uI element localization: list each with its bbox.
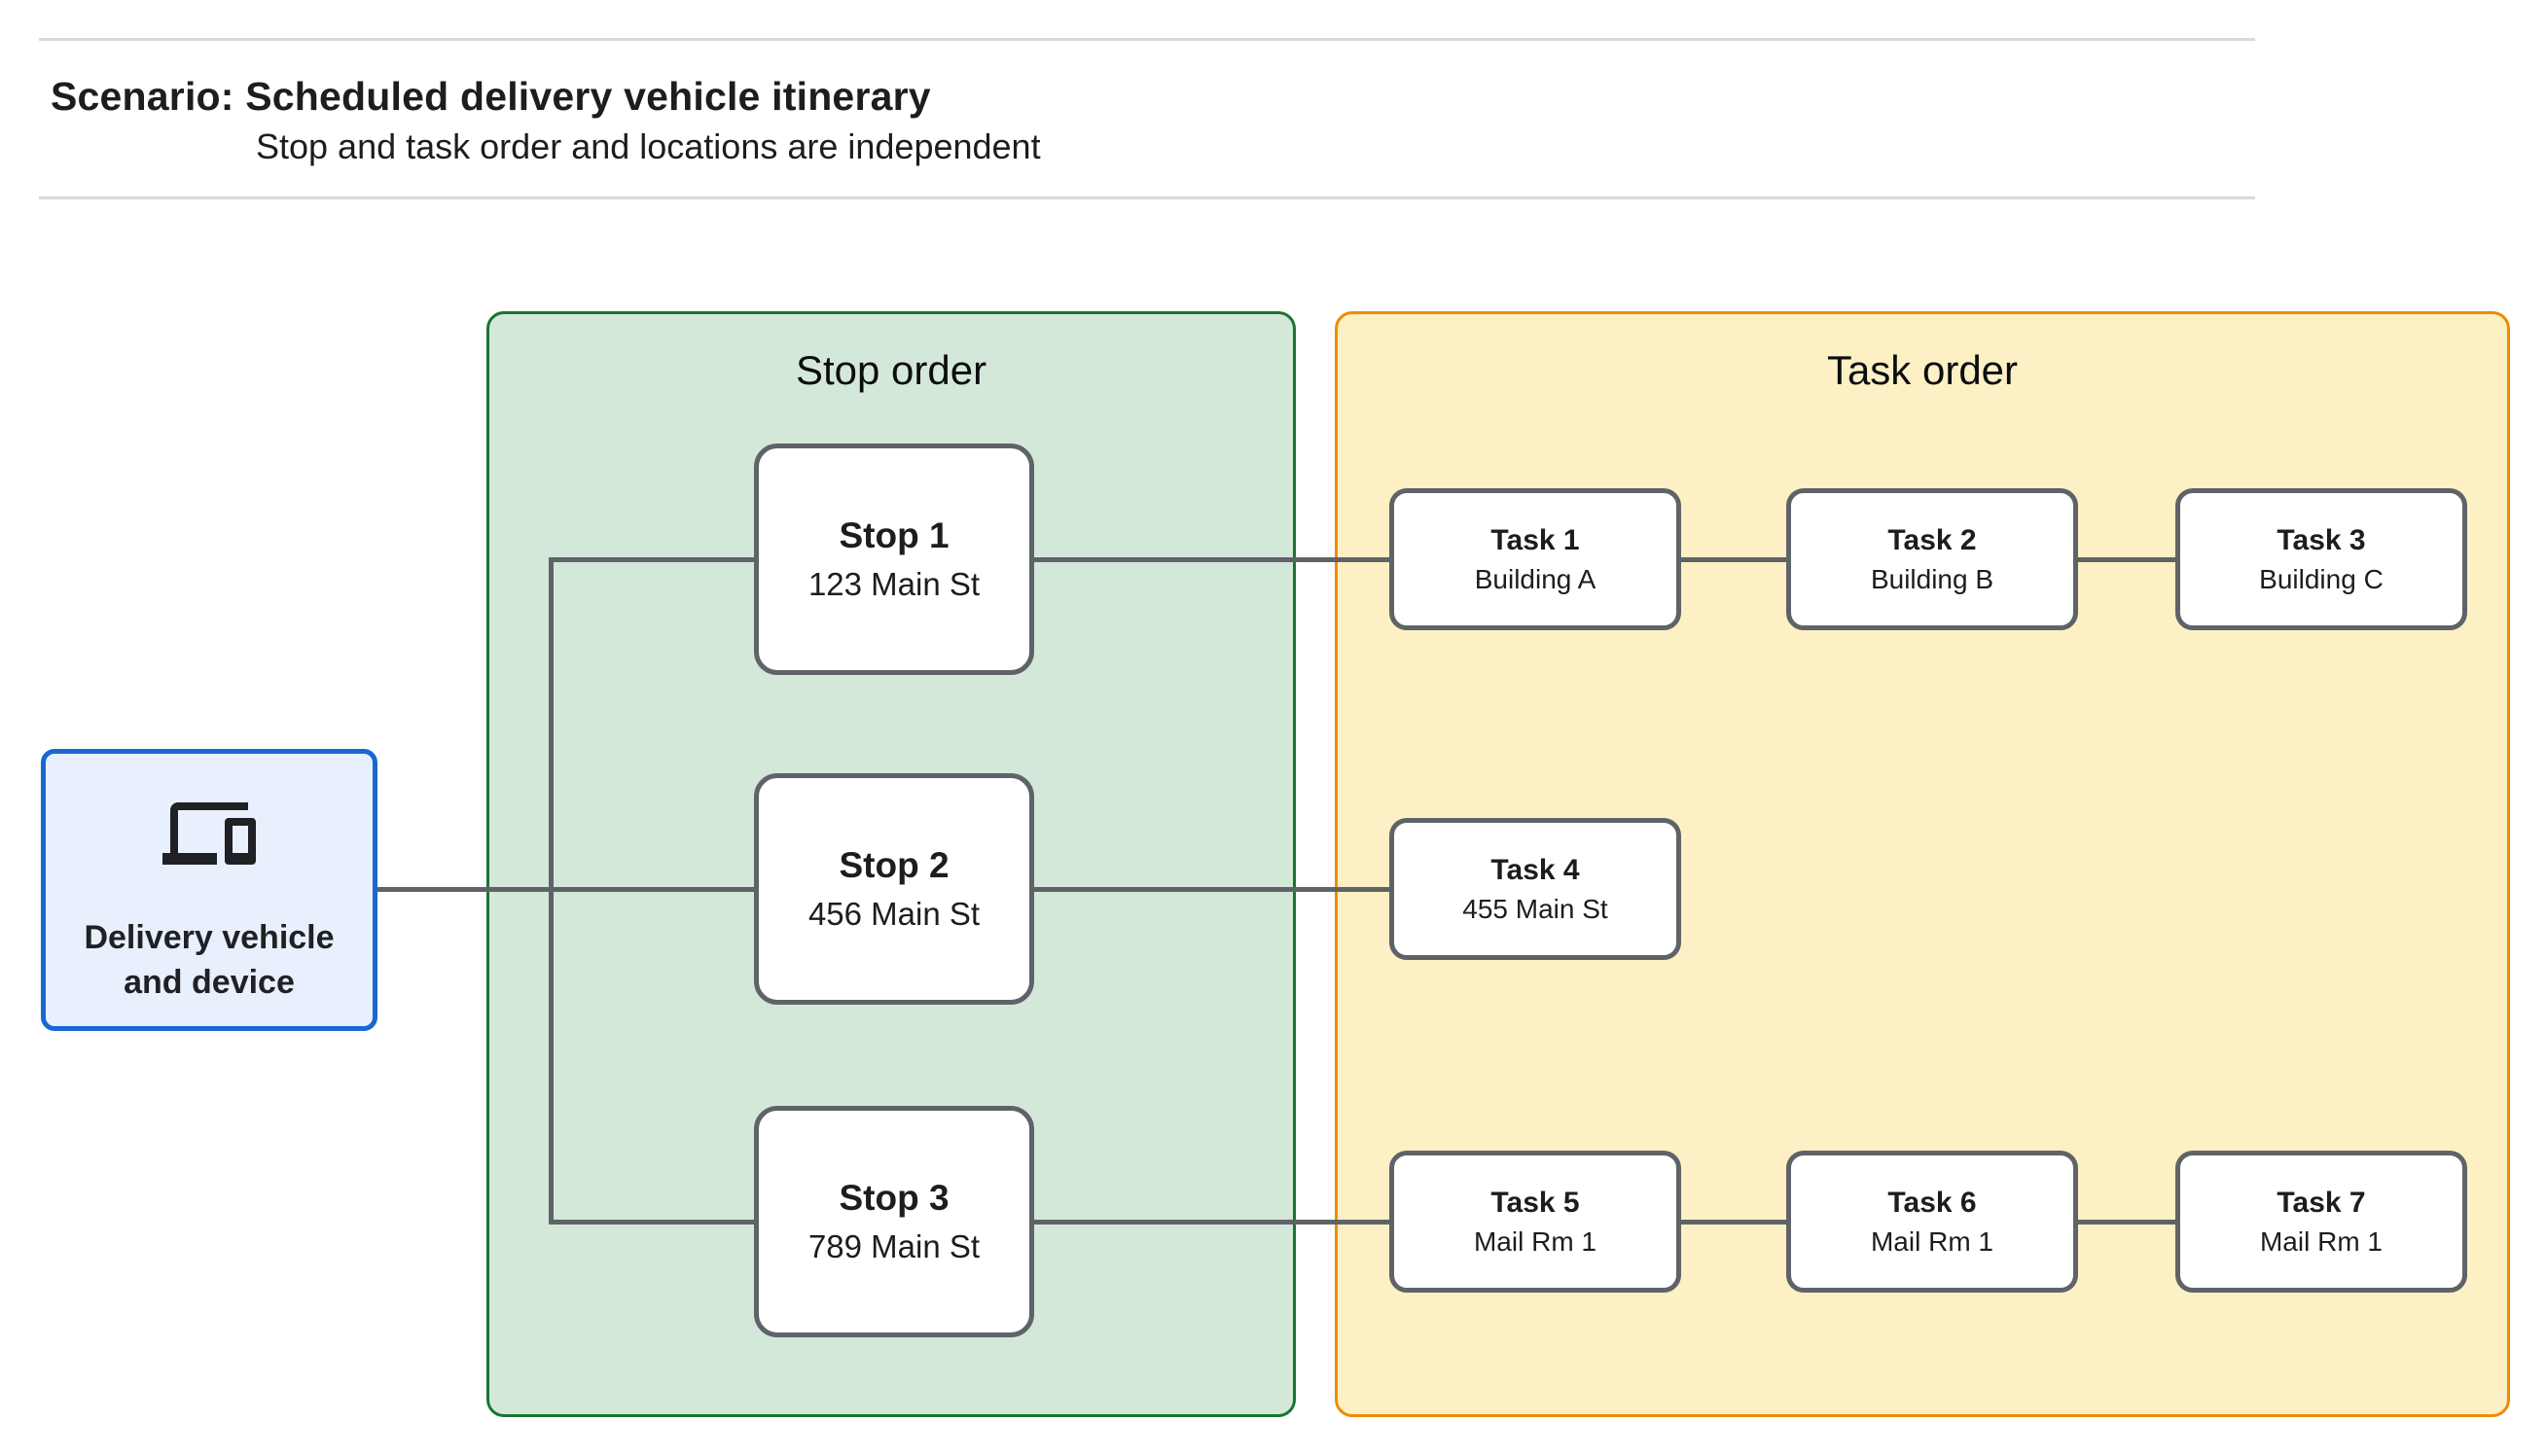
- task-4-location: 455 Main St: [1462, 893, 1608, 924]
- stop-2-title: Stop 2: [839, 845, 950, 885]
- stop-1-title: Stop 1: [839, 515, 950, 555]
- divider-top: [39, 38, 2255, 41]
- task-node-1: Task 1 Building A: [1389, 488, 1681, 630]
- devices-icon: [162, 802, 256, 865]
- task-2-location: Building B: [1870, 563, 1994, 594]
- connector-trunk-to-stop1: [549, 557, 756, 562]
- stop-node-3: Stop 3 789 Main St: [754, 1106, 1034, 1337]
- task-1-title: Task 1: [1490, 523, 1580, 556]
- connector-trunk-vertical: [549, 557, 554, 1225]
- task-node-3: Task 3 Building C: [2175, 488, 2467, 630]
- stop-node-1: Stop 1 123 Main St: [754, 444, 1034, 675]
- stop-2-address: 456 Main St: [807, 896, 981, 932]
- task-node-6: Task 6 Mail Rm 1: [1786, 1151, 2078, 1293]
- connector-stop1-to-task1: [1032, 557, 1391, 562]
- divider-bottom: [39, 196, 2255, 199]
- connector-device-to-stop2: [376, 887, 756, 892]
- task-order-panel-title: Task order: [1826, 347, 2019, 393]
- stop-order-panel-title: Stop order: [795, 347, 987, 393]
- connector-trunk-to-stop3: [549, 1220, 756, 1225]
- stop-1-address: 123 Main St: [807, 566, 981, 602]
- connector-task2-to-task3: [2076, 557, 2177, 562]
- connector-task1-to-task2: [1679, 557, 1788, 562]
- connector-stop3-to-task5: [1032, 1220, 1391, 1225]
- connector-task5-to-task6: [1679, 1220, 1788, 1225]
- task-5-title: Task 5: [1490, 1186, 1580, 1219]
- stop-node-2: Stop 2 456 Main St: [754, 773, 1034, 1005]
- task-6-location: Mail Rm 1: [1870, 1225, 1993, 1257]
- task-3-location: Building C: [2259, 563, 2384, 594]
- task-1-location: Building A: [1474, 563, 1596, 594]
- delivery-vehicle-label: Delivery vehicle and device: [84, 919, 335, 1001]
- stop-3-address: 789 Main St: [807, 1228, 981, 1264]
- task-4-title: Task 4: [1490, 853, 1580, 886]
- task-5-location: Mail Rm 1: [1473, 1225, 1596, 1257]
- delivery-vehicle-node: Delivery vehicle and device: [41, 749, 377, 1031]
- task-2-title: Task 2: [1887, 523, 1977, 556]
- task-node-7: Task 7 Mail Rm 1: [2175, 1151, 2467, 1293]
- task-7-title: Task 7: [2277, 1186, 2366, 1219]
- task-3-title: Task 3: [2277, 523, 2366, 556]
- page-title: Scenario: Scheduled delivery vehicle iti…: [51, 74, 931, 119]
- connector-stop2-to-task4: [1032, 887, 1391, 892]
- page-subtitle: Stop and task order and locations are in…: [256, 126, 1041, 166]
- task-7-location: Mail Rm 1: [2259, 1225, 2383, 1257]
- task-node-5: Task 5 Mail Rm 1: [1389, 1151, 1681, 1293]
- connector-task6-to-task7: [2076, 1220, 2177, 1225]
- task-6-title: Task 6: [1887, 1186, 1977, 1219]
- task-node-4: Task 4 455 Main St: [1389, 818, 1681, 960]
- stop-3-title: Stop 3: [839, 1178, 950, 1218]
- task-node-2: Task 2 Building B: [1786, 488, 2078, 630]
